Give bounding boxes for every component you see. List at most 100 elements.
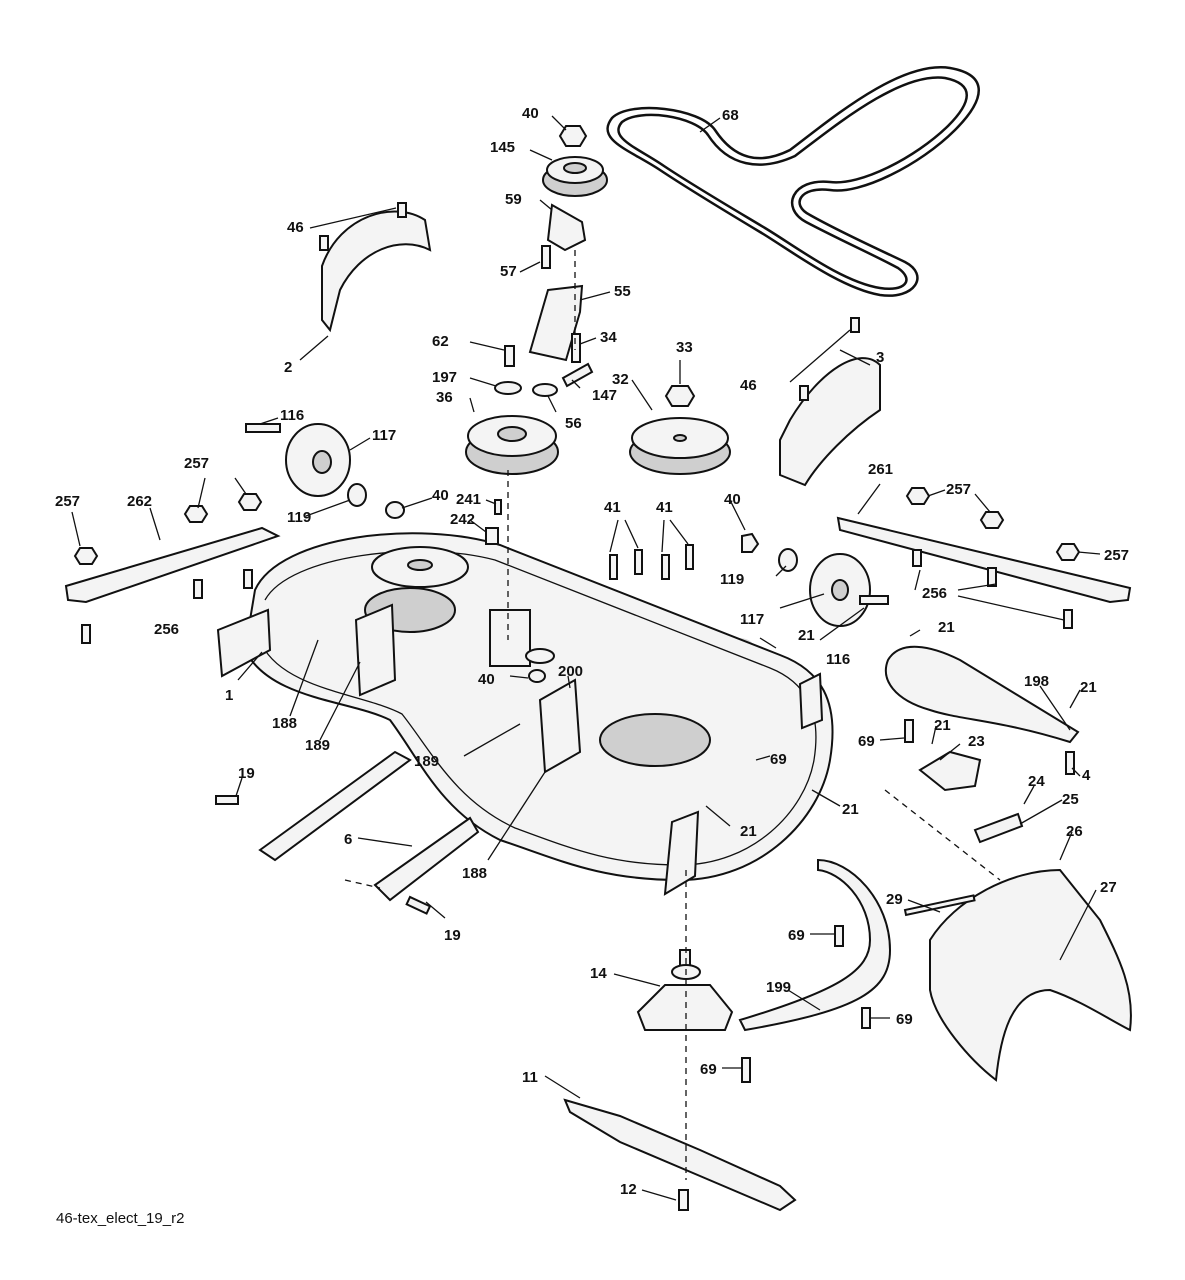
bolt-256-a [193, 579, 203, 599]
callout-241: 241 [456, 491, 481, 508]
bolt-41-a [609, 554, 618, 580]
callout-69-a: 69 [858, 733, 875, 750]
callout-197: 197 [432, 369, 457, 386]
nut-257-c [237, 493, 263, 511]
callout-198: 198 [1024, 673, 1049, 690]
bracket-59 [546, 203, 587, 252]
belt-guard-3 [779, 357, 881, 487]
callout-189-a: 189 [305, 737, 330, 754]
drive-belt-inner [617, 76, 968, 291]
nut-33 [664, 385, 696, 407]
deck-pulley-hub [407, 559, 433, 571]
callout-188-a: 188 [272, 715, 297, 732]
callout-256-a: 256 [922, 585, 947, 602]
deck-hanger-left [216, 608, 272, 678]
leader-lines [71, 115, 1101, 1201]
callout-117-left: 117 [372, 427, 396, 444]
washer-200 [525, 648, 555, 664]
gauge-bar-262 [64, 526, 281, 604]
callout-69-b: 69 [770, 751, 787, 768]
callout-46-a: 46 [287, 219, 304, 236]
callout-21-e: 21 [842, 801, 859, 818]
callout-34: 34 [600, 329, 617, 346]
callout-119-left: 119 [287, 509, 311, 526]
nut-257-b [183, 505, 209, 523]
callout-256-b: 256 [154, 621, 179, 638]
wheel-117-left-hub [312, 450, 332, 474]
callout-29: 29 [886, 891, 903, 908]
callout-119-right: 119 [720, 571, 744, 588]
callout-62: 62 [432, 333, 449, 350]
callout-116-left: 116 [280, 407, 304, 424]
callout-46-b: 46 [740, 377, 757, 394]
bolt-62 [504, 345, 515, 367]
gauge-bar-261 [836, 516, 1132, 604]
bolt-41-c [661, 554, 670, 580]
bracket-242 [485, 527, 499, 545]
lift-arm-6-lower [373, 816, 480, 902]
pulley-36-hub [497, 426, 527, 442]
callout-261: 261 [868, 461, 893, 478]
nut-257-d [905, 487, 931, 505]
deck-bracket-right [798, 672, 824, 730]
callout-55: 55 [614, 283, 631, 300]
callout-145: 145 [490, 139, 515, 156]
bolt-256-f [1063, 609, 1073, 629]
nut-257-f [1055, 543, 1081, 561]
baffle-199 [738, 858, 892, 1032]
callout-257-c: 257 [946, 481, 971, 498]
callout-23: 23 [968, 733, 985, 750]
callout-40-top: 40 [522, 105, 539, 122]
lift-arm-6-upper [258, 750, 412, 862]
bolt-41-d [685, 544, 694, 570]
callout-188-b: 188 [462, 865, 487, 882]
bolt-256-c [81, 624, 91, 644]
callout-21-b: 21 [938, 619, 955, 636]
callout-69-c: 69 [788, 927, 805, 944]
callout-32: 32 [612, 371, 629, 388]
bolt-19-a [215, 795, 239, 805]
callout-69-e: 69 [700, 1061, 717, 1078]
bracket-23 [918, 750, 982, 792]
callout-21-c: 21 [1080, 679, 1097, 696]
callout-69-d: 69 [896, 1011, 913, 1028]
bolt-12 [678, 1189, 689, 1211]
rod-29 [903, 894, 976, 917]
callout-257-b: 257 [55, 493, 80, 510]
callout-4: 4 [1082, 767, 1091, 784]
callout-6: 6 [344, 831, 352, 848]
bolt-256-b [243, 569, 253, 589]
callout-59: 59 [505, 191, 522, 208]
bolt-46-d [799, 385, 809, 401]
spindle-14 [636, 984, 734, 1031]
spring-25 [973, 812, 1024, 844]
callout-242: 242 [450, 511, 475, 528]
bolt-241 [494, 499, 502, 515]
callout-57: 57 [500, 263, 517, 280]
nut-257-e [979, 511, 1005, 529]
diagram-caption: 46-tex_elect_19_r2 [56, 1210, 185, 1227]
callout-116-right: 116 [826, 651, 850, 668]
drive-belt [606, 66, 980, 297]
bolt-116-left [245, 423, 281, 433]
bracket-plate-center [489, 609, 531, 667]
washer-119-left [347, 483, 367, 507]
washer-119-right [778, 548, 798, 572]
deck-bracket-189 [354, 603, 397, 697]
callout-257-d: 257 [1104, 547, 1129, 564]
deck-hanger-front [663, 810, 700, 896]
callout-14: 14 [590, 965, 607, 982]
bolt-46-c [850, 317, 860, 333]
callout-2: 2 [284, 359, 292, 376]
callout-11: 11 [522, 1069, 538, 1086]
bolt-19-b [405, 895, 432, 915]
bolt-69-a [904, 719, 914, 743]
nut-40-center [528, 669, 546, 683]
callout-117-right: 117 [740, 611, 764, 628]
assembly-line-arm [344, 879, 381, 889]
bolt-69-e [741, 1057, 751, 1083]
callout-200: 200 [558, 663, 583, 680]
bolt-57 [541, 245, 551, 269]
bolt-256-d [912, 549, 922, 567]
callout-19-b: 19 [444, 927, 461, 944]
